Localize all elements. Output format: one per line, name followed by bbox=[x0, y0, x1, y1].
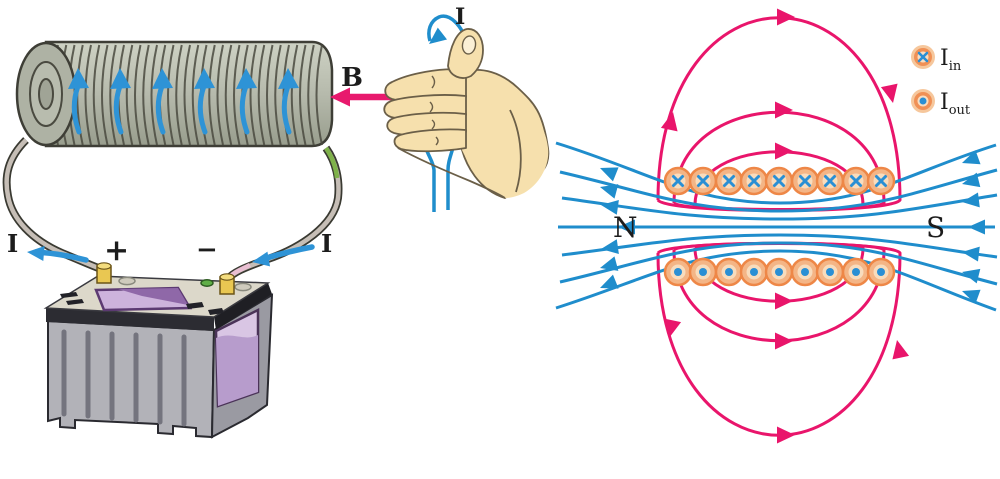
battery-rim-right bbox=[214, 283, 272, 330]
turn-row-into-page bbox=[663, 166, 896, 196]
right-wire bbox=[224, 145, 343, 282]
battery-top-window-inner bbox=[118, 288, 188, 305]
coil-winding-line bbox=[92, 44, 101, 146]
coil-winding-line bbox=[125, 44, 134, 146]
label-north: N bbox=[613, 211, 638, 244]
green-wire-segment bbox=[324, 146, 340, 179]
coil-winding-line bbox=[84, 44, 92, 146]
turn-out-of-page bbox=[790, 257, 820, 287]
hand-finger-pinky bbox=[393, 128, 467, 153]
label-plus: + bbox=[104, 233, 129, 268]
label-current-hand: I bbox=[455, 4, 465, 30]
turn-into-page bbox=[866, 166, 896, 196]
coil-winding-line bbox=[109, 44, 117, 146]
hand bbox=[383, 28, 550, 199]
field-lines-blue bbox=[555, 141, 998, 312]
label-current-left: I bbox=[7, 229, 18, 258]
label-minus: − bbox=[196, 235, 218, 265]
turn-out-of-page bbox=[841, 257, 871, 287]
legend: Iin Iout bbox=[911, 45, 971, 118]
turn-out-of-page bbox=[663, 257, 693, 287]
hand-cuff-line bbox=[509, 109, 522, 193]
battery-cap-left bbox=[118, 276, 136, 286]
label-field-b: B bbox=[341, 63, 363, 93]
turn-into-page bbox=[790, 166, 820, 196]
left-wire bbox=[2, 137, 106, 274]
coil-end-cap-core bbox=[38, 78, 54, 110]
coil-winding-line bbox=[257, 44, 266, 146]
legend-out-of-page-symbol bbox=[911, 89, 935, 113]
coil-winding-line bbox=[191, 44, 200, 146]
coil-winding-line bbox=[142, 44, 150, 146]
battery-vent-slot bbox=[186, 302, 204, 309]
turn-into-page bbox=[663, 166, 693, 196]
battery-cap-right bbox=[234, 282, 252, 292]
turn-into-page bbox=[714, 166, 744, 196]
battery-front-face bbox=[47, 319, 216, 439]
turn-into-page bbox=[841, 166, 871, 196]
turn-out-of-page bbox=[866, 257, 896, 287]
label-south: S bbox=[926, 211, 945, 244]
current-arrow-left bbox=[26, 244, 89, 263]
turn-into-page bbox=[688, 166, 718, 196]
coil-winding-line bbox=[233, 44, 241, 146]
legend-into-page-symbol bbox=[911, 45, 935, 69]
coil-winding-line bbox=[134, 44, 142, 146]
coil-winding-line bbox=[299, 44, 307, 146]
wire-loop-arc bbox=[427, 14, 470, 47]
coil-winding-line bbox=[224, 44, 233, 146]
turn-out-of-page bbox=[688, 257, 718, 287]
turn-into-page bbox=[815, 166, 845, 196]
coil bbox=[15, 40, 334, 148]
turn-out-of-page bbox=[714, 257, 744, 287]
coil-winding-line bbox=[315, 44, 323, 146]
coil-winding-line bbox=[183, 44, 191, 146]
right-hand-rule: B I bbox=[330, 4, 550, 212]
turn-out-of-page bbox=[815, 257, 845, 287]
coil-winding-line bbox=[150, 44, 158, 146]
coil-winding-line bbox=[290, 44, 299, 146]
hand-forearm bbox=[462, 92, 549, 198]
coil-winding-line bbox=[274, 44, 282, 146]
b-field-arrow bbox=[330, 87, 394, 107]
battery-terminal-right bbox=[219, 273, 235, 295]
battery-rim-front bbox=[46, 308, 214, 331]
hand-fist-bottom bbox=[397, 147, 506, 199]
battery-terminal-left bbox=[96, 262, 112, 284]
battery-side-window-inner bbox=[216, 335, 258, 406]
thumb-nail bbox=[461, 35, 477, 55]
coil-winding-line bbox=[249, 44, 257, 146]
battery-vent-slot bbox=[66, 299, 84, 305]
legend-into-page-label: Iin bbox=[940, 46, 962, 74]
current-arrow-right bbox=[250, 244, 315, 270]
knuckle-creases bbox=[429, 75, 439, 146]
battery-vent-slot bbox=[208, 308, 224, 315]
battery-indicator bbox=[200, 279, 214, 287]
battery bbox=[43, 262, 274, 439]
coil-winding-line bbox=[175, 44, 183, 146]
turn-row-out-of-page bbox=[663, 257, 896, 287]
turn-into-page bbox=[739, 166, 769, 196]
coil-winding-line bbox=[216, 44, 224, 146]
legend-out-of-page-label: Iout bbox=[940, 90, 971, 118]
turn-into-page bbox=[764, 166, 794, 196]
coil-winding-line bbox=[167, 44, 175, 146]
battery-vent-slot bbox=[60, 292, 78, 298]
turn-out-of-page bbox=[764, 257, 794, 287]
battery-grooves bbox=[61, 329, 187, 427]
coil-winding-line bbox=[101, 44, 109, 146]
label-current-right: I bbox=[321, 229, 332, 258]
coil-battery-circuit: I + − I bbox=[2, 40, 343, 439]
solenoid-cross-section: N S Iin Iout bbox=[555, 8, 998, 444]
coil-winding-line bbox=[208, 44, 216, 146]
coil-winding-line bbox=[307, 44, 315, 146]
turn-out-of-page bbox=[739, 257, 769, 287]
coil-winding-line bbox=[266, 44, 274, 146]
